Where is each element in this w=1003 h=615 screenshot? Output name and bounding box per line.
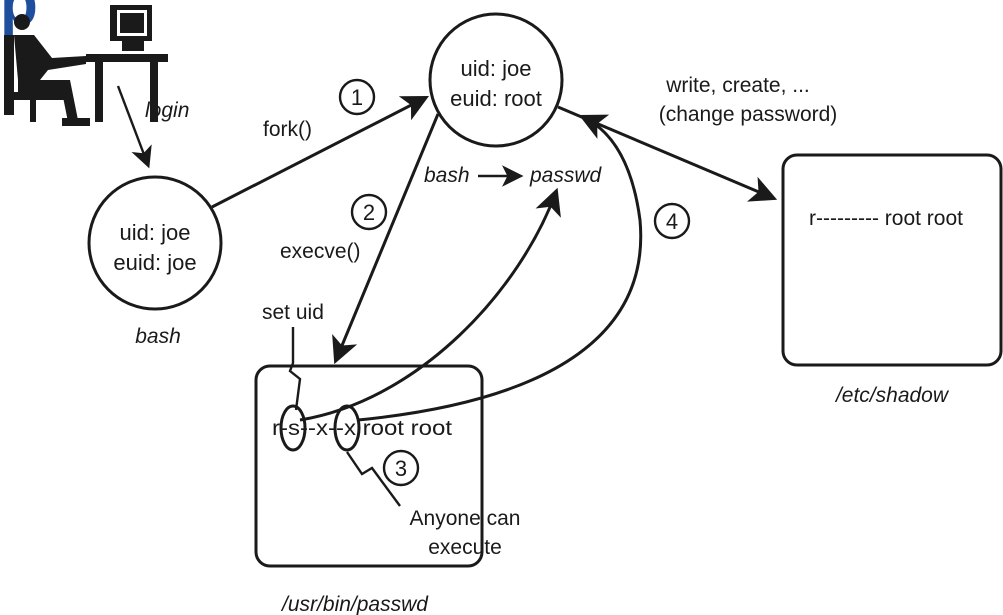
login-arrow — [116, 85, 152, 169]
passwd-file-box — [254, 364, 484, 568]
step-2-number: 2 — [363, 200, 375, 225]
step-4-circle — [653, 202, 691, 240]
child-euid-text: euid: root — [450, 86, 542, 111]
anyone-can-label: Anyone can — [410, 507, 521, 530]
setuid-label: set uid — [262, 301, 324, 324]
bash-name-label: bash — [135, 325, 181, 348]
step-2-circle — [350, 193, 388, 231]
passwd-path-label: /usr/bin/passwd — [280, 593, 429, 615]
fork-arrow — [211, 95, 430, 209]
step-3-circle — [382, 449, 420, 487]
transition-to-label: passwd — [529, 164, 603, 187]
user-at-computer-icon — [4, 5, 168, 126]
passwd-permissions-text: r-s--x--x root root — [272, 417, 452, 440]
shadow-path-label: /etc/shadow — [834, 384, 950, 407]
setuid-bit-ellipse — [279, 404, 307, 452]
child-process-circle — [428, 12, 564, 148]
fork-label: fork() — [263, 118, 312, 141]
change-password-label: (change password) — [659, 103, 838, 126]
write-create-label: write, create, ... — [665, 74, 810, 97]
bash-euid-text: euid: joe — [113, 250, 196, 275]
step-4-number: 4 — [666, 209, 678, 234]
execute-pointer — [346, 451, 401, 507]
setuid-pointer — [288, 327, 302, 411]
execute-label: execute — [428, 536, 502, 559]
shadow-permissions-text: r--------- root root — [809, 207, 963, 230]
execve-arrow — [332, 113, 440, 365]
login-label: login — [145, 99, 189, 122]
step-1-number: 1 — [351, 85, 363, 110]
bash-uid-text: uid: joe — [120, 220, 191, 245]
bash-process-circle — [87, 175, 223, 311]
exec-to-passwd-arrow — [299, 187, 561, 422]
shadow-file-box — [781, 153, 1003, 367]
step-1-circle — [338, 78, 376, 116]
transition-from-label: bash — [424, 164, 470, 187]
step-4-arrow — [357, 114, 643, 422]
step-3-number: 3 — [395, 456, 407, 481]
execve-label: execve() — [280, 240, 361, 263]
child-uid-text: uid: joe — [461, 56, 532, 81]
